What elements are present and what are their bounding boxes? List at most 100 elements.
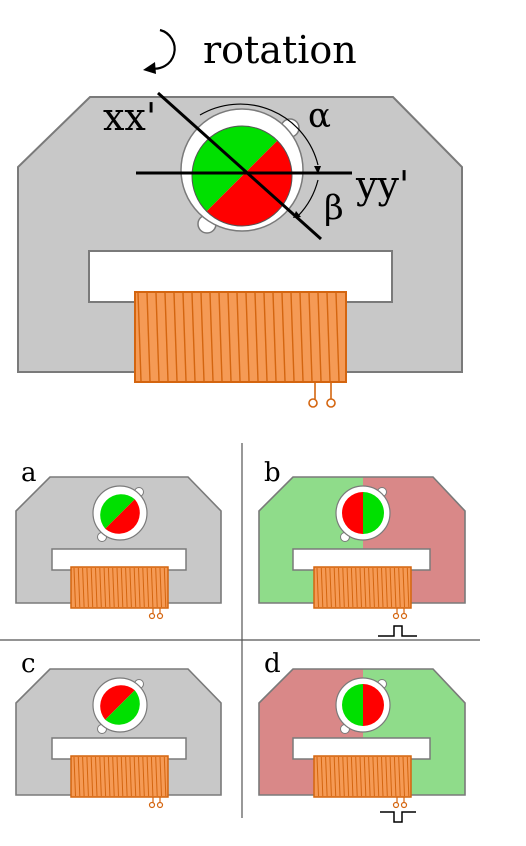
axis-yy-label: yy' [355, 163, 409, 207]
coil-winding [329, 567, 332, 608]
rotor-magnet [191, 125, 293, 227]
panel-b: b [258, 458, 466, 637]
coil-winding [142, 567, 145, 608]
coil-winding [137, 292, 142, 382]
coil-winding [182, 292, 187, 382]
coil-winding [338, 567, 341, 608]
coil-winding [346, 567, 350, 608]
main-motor: xx' yy' α β [17, 91, 463, 408]
pulse-negative-icon [380, 811, 416, 823]
coil-winding [99, 567, 102, 608]
angle-beta-arrowhead-icon [293, 211, 301, 218]
coil-leads [308, 382, 336, 408]
coil-winding [95, 567, 98, 608]
coil-winding [320, 756, 324, 797]
coil-winding [316, 567, 319, 608]
coil-winding [393, 756, 397, 797]
coil [70, 755, 169, 798]
coil-winding [159, 756, 162, 797]
coil-winding [385, 567, 388, 608]
coil-winding [86, 567, 89, 608]
coil-winding [133, 756, 137, 797]
coil-winding [389, 756, 393, 797]
coil-winding [350, 567, 354, 608]
coil-winding [218, 292, 223, 382]
panel-b-label: b [264, 458, 281, 488]
coil-winding [350, 756, 354, 797]
coil-winding [333, 567, 337, 608]
coil-winding [385, 756, 388, 797]
coil-winding [372, 567, 375, 608]
coil-winding [116, 567, 119, 608]
pulse-positive-icon [378, 625, 417, 637]
coil-winding [342, 567, 345, 608]
rotor [335, 485, 391, 542]
coil-winding [146, 567, 150, 608]
coil-winding [363, 567, 367, 608]
coil-winding [272, 292, 277, 382]
coil-winding [200, 292, 205, 382]
panel-c: c [15, 649, 222, 809]
coil-winding [406, 567, 410, 608]
coil-winding [133, 567, 137, 608]
coil-winding [209, 292, 214, 382]
coil-winding [82, 567, 85, 608]
panel-c-label: c [21, 649, 36, 679]
coil-winding [191, 292, 196, 382]
coil-winding [138, 756, 141, 797]
coil-winding [355, 756, 358, 797]
coil-winding [120, 567, 124, 608]
coil [70, 566, 169, 609]
coil-winding [146, 292, 151, 382]
coil-winding [95, 756, 98, 797]
coil-winding [129, 567, 132, 608]
coil-winding [368, 756, 371, 797]
coil-winding [402, 756, 405, 797]
coil-winding [86, 756, 89, 797]
rotation-arrow-head-icon [143, 62, 156, 74]
panel-d-label: d [264, 649, 281, 679]
coil-winding [363, 756, 367, 797]
coil-winding [163, 756, 167, 797]
coil-winding [129, 756, 132, 797]
coil-winding [116, 756, 119, 797]
axis-xx-line [156, 91, 323, 241]
coil-winding [372, 756, 375, 797]
coil-winding [164, 292, 169, 382]
coil-winding [112, 756, 115, 797]
coil [134, 291, 347, 383]
coil-winding [150, 567, 154, 608]
rotor-pole-red [206, 140, 293, 227]
coil-winding [90, 756, 94, 797]
rotor [92, 485, 148, 542]
coil-winding [308, 292, 313, 382]
coil-winding [150, 756, 154, 797]
coil-winding [173, 292, 178, 382]
coil-winding [146, 756, 150, 797]
angle-alpha-arrowhead-icon [314, 166, 321, 174]
rotor-pole-green [191, 125, 278, 212]
rotation-title: rotation [203, 28, 357, 72]
coil-winding [398, 567, 401, 608]
coil-winding [103, 567, 107, 608]
coil-winding [236, 292, 241, 382]
coil-winding [398, 756, 401, 797]
coil-winding [138, 567, 141, 608]
coil-winding [316, 756, 319, 797]
coil-winding [381, 756, 384, 797]
coil-winding [107, 756, 111, 797]
angle-alpha-label: α [308, 96, 331, 136]
coil-winding [155, 292, 160, 382]
coil-winding [245, 292, 250, 382]
coil-winding [359, 756, 362, 797]
stator-body [17, 96, 463, 373]
coil-winding [163, 567, 167, 608]
coil-winding [320, 567, 324, 608]
coil-winding [342, 756, 345, 797]
coil-winding [381, 567, 384, 608]
rotation-arrow-icon [149, 28, 176, 70]
coil-winding [155, 756, 158, 797]
coil-winding [329, 756, 332, 797]
coil-winding [120, 756, 124, 797]
